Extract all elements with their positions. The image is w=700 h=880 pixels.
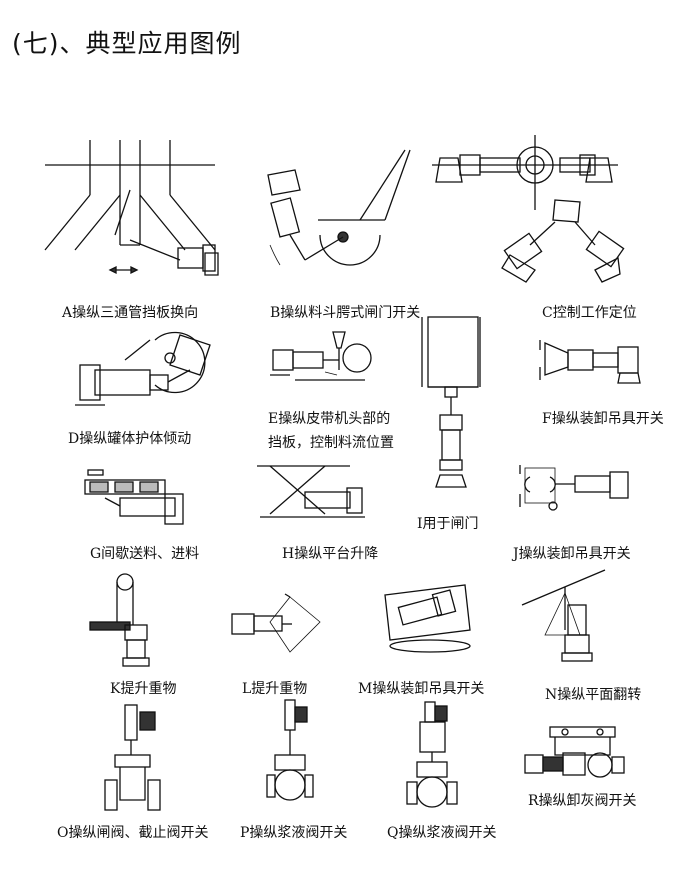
diagram-three-way-pipe xyxy=(44,140,219,276)
figure-a xyxy=(40,135,230,285)
diagram-hoist-l xyxy=(231,593,321,653)
caption-g: G间歇送料、进料 xyxy=(90,546,200,562)
caption-e-line1: E操纵皮带机头部的 xyxy=(268,411,391,427)
figure-b xyxy=(260,145,420,275)
diagram-spreader-j xyxy=(519,465,629,511)
figure-h xyxy=(255,462,375,527)
diagram-belt-baffle xyxy=(270,331,372,381)
diagram-ash-valve-r xyxy=(524,726,625,778)
diagram-slurry-valve-p xyxy=(266,699,314,801)
caption-i: I用于闸门 xyxy=(417,516,479,532)
diagram-flip-n xyxy=(521,569,606,662)
figure-p xyxy=(265,695,320,815)
diagram-spreader-f xyxy=(539,340,641,384)
caption-l: L提升重物 xyxy=(242,681,308,697)
diagram-positioning xyxy=(432,135,625,283)
diagram-hoist-k xyxy=(89,573,150,667)
caption-k: K提升重物 xyxy=(110,681,177,697)
figure-m xyxy=(380,580,480,660)
figure-i xyxy=(420,315,481,490)
diagram-spreader-m xyxy=(384,584,471,653)
caption-c: C控制工作定位 xyxy=(542,305,637,321)
caption-d: D操纵罐体护体倾动 xyxy=(68,431,192,447)
caption-r: R操纵卸灰阀开关 xyxy=(528,793,637,809)
caption-f: F操纵装卸吊具开关 xyxy=(542,411,664,427)
diagram-gate xyxy=(421,316,481,488)
caption-n: N操纵平面翻转 xyxy=(545,687,642,703)
figure-d xyxy=(75,330,220,420)
figure-n xyxy=(520,565,620,670)
figure-j xyxy=(515,462,635,517)
diagram-hopper-gate xyxy=(267,149,411,266)
figure-c xyxy=(430,130,625,290)
diagram-tank-tilt xyxy=(75,331,211,406)
caption-p: P操纵浆液阀开关 xyxy=(240,825,348,841)
figure-e xyxy=(265,330,385,400)
diagram-slurry-valve-q xyxy=(406,701,458,808)
diagram-gate-valve-o xyxy=(104,704,161,811)
figure-k xyxy=(89,570,160,670)
caption-h: H操纵平台升降 xyxy=(282,546,379,562)
figure-o xyxy=(100,700,170,820)
caption-e-line2: 挡板，控制料流位置 xyxy=(268,435,394,451)
diagram-feeding xyxy=(84,469,184,525)
diagram-platform-lift xyxy=(257,465,365,518)
caption-a: A操纵三通管挡板换向 xyxy=(62,305,199,321)
caption-o: O操纵闸阀、截止阀开关 xyxy=(57,825,209,841)
figure-l xyxy=(230,592,330,662)
figure-f xyxy=(530,335,645,390)
page-title: (七)、典型应用图例 xyxy=(12,29,242,58)
caption-m: M操纵装卸吊具开关 xyxy=(358,681,485,697)
figure-g xyxy=(80,468,190,533)
figure-q xyxy=(405,700,465,820)
caption-b: B操纵料斗腭式闸门开关 xyxy=(270,305,421,321)
figure-r xyxy=(520,725,640,790)
caption-q: Q操纵浆液阀开关 xyxy=(387,825,497,841)
caption-j: J操纵装卸吊具开关 xyxy=(513,546,631,562)
